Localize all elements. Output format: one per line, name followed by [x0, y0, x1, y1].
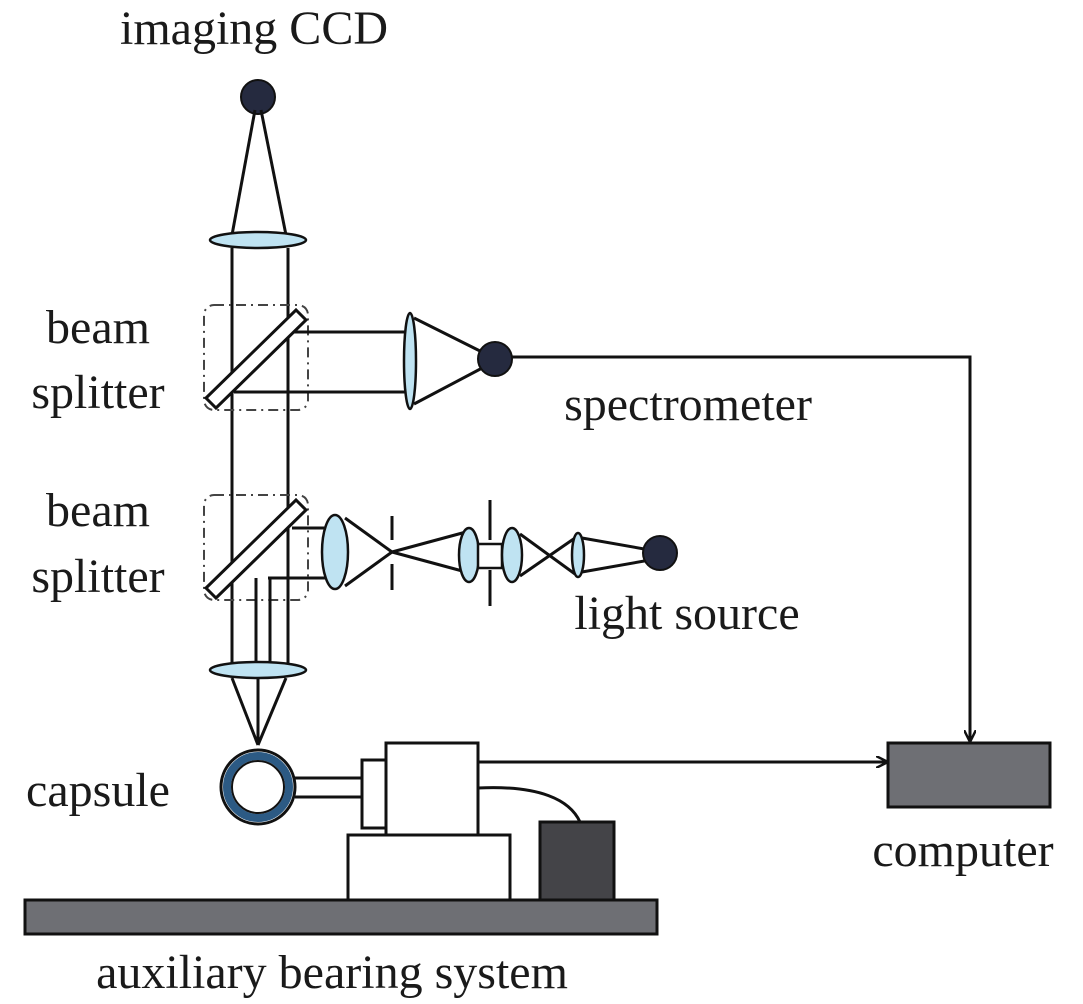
label-computer: computer [872, 824, 1053, 877]
spectrometer-detector [477, 341, 513, 377]
motor-body [384, 741, 480, 837]
label-spectrometer: spectrometer [564, 378, 812, 431]
source-ray-f [519, 536, 576, 578]
label-imaging-ccd: imaging CCD [120, 2, 388, 55]
source-ray-c [391, 530, 467, 554]
source-ray-a [344, 516, 393, 554]
source-ray-b [344, 550, 393, 588]
source-ray-d [391, 550, 467, 574]
collimating-lens [320, 513, 350, 591]
source-ray-h [581, 558, 651, 574]
motor-cable [477, 786, 582, 823]
label-beam-splitter-2-line2: splitter [31, 550, 164, 603]
spectrometer-focus-ray-bottom [413, 364, 487, 406]
light-source-lamp [642, 535, 678, 571]
capsule-inner [231, 760, 285, 814]
beam-splitter-1-housing [203, 304, 309, 411]
motor-controller [538, 820, 616, 902]
computer-box [886, 741, 1052, 809]
beam-splitter-2 [203, 497, 309, 601]
motor-coupling [360, 758, 388, 830]
ccd-lens [208, 230, 308, 250]
ccd-focus-ray-right [259, 109, 288, 236]
spectrometer-to-computer-line [512, 355, 970, 740]
label-beam-splitter-1-line2: splitter [31, 366, 164, 419]
capsule-ring [223, 752, 293, 822]
condenser-lens [570, 531, 586, 579]
relay-lens-2 [500, 526, 524, 584]
label-capsule: capsule [26, 764, 170, 817]
motor-stand [346, 833, 512, 903]
relay-lens-1 [457, 526, 481, 584]
label-auxiliary-bearing-system: auxiliary bearing system [96, 946, 568, 999]
source-ray-e [519, 532, 576, 576]
objective-ray-right [256, 677, 288, 746]
objective-ray-left [230, 677, 260, 746]
objective-lens [208, 660, 308, 680]
spectrometer-focus-ray-top [413, 316, 487, 356]
beam-splitter-1 [203, 307, 309, 411]
source-ray-g [581, 536, 651, 552]
label-beam-splitter-1-line1: beam [46, 301, 150, 354]
auxiliary-bearing-platform [23, 898, 659, 936]
filter-holder [476, 542, 504, 570]
label-beam-splitter-2-line1: beam [46, 484, 150, 537]
spectrometer-lens [402, 311, 418, 411]
label-light-source: light source [574, 587, 799, 640]
imaging-ccd-detector [240, 79, 276, 115]
ccd-focus-ray-left [230, 109, 257, 236]
